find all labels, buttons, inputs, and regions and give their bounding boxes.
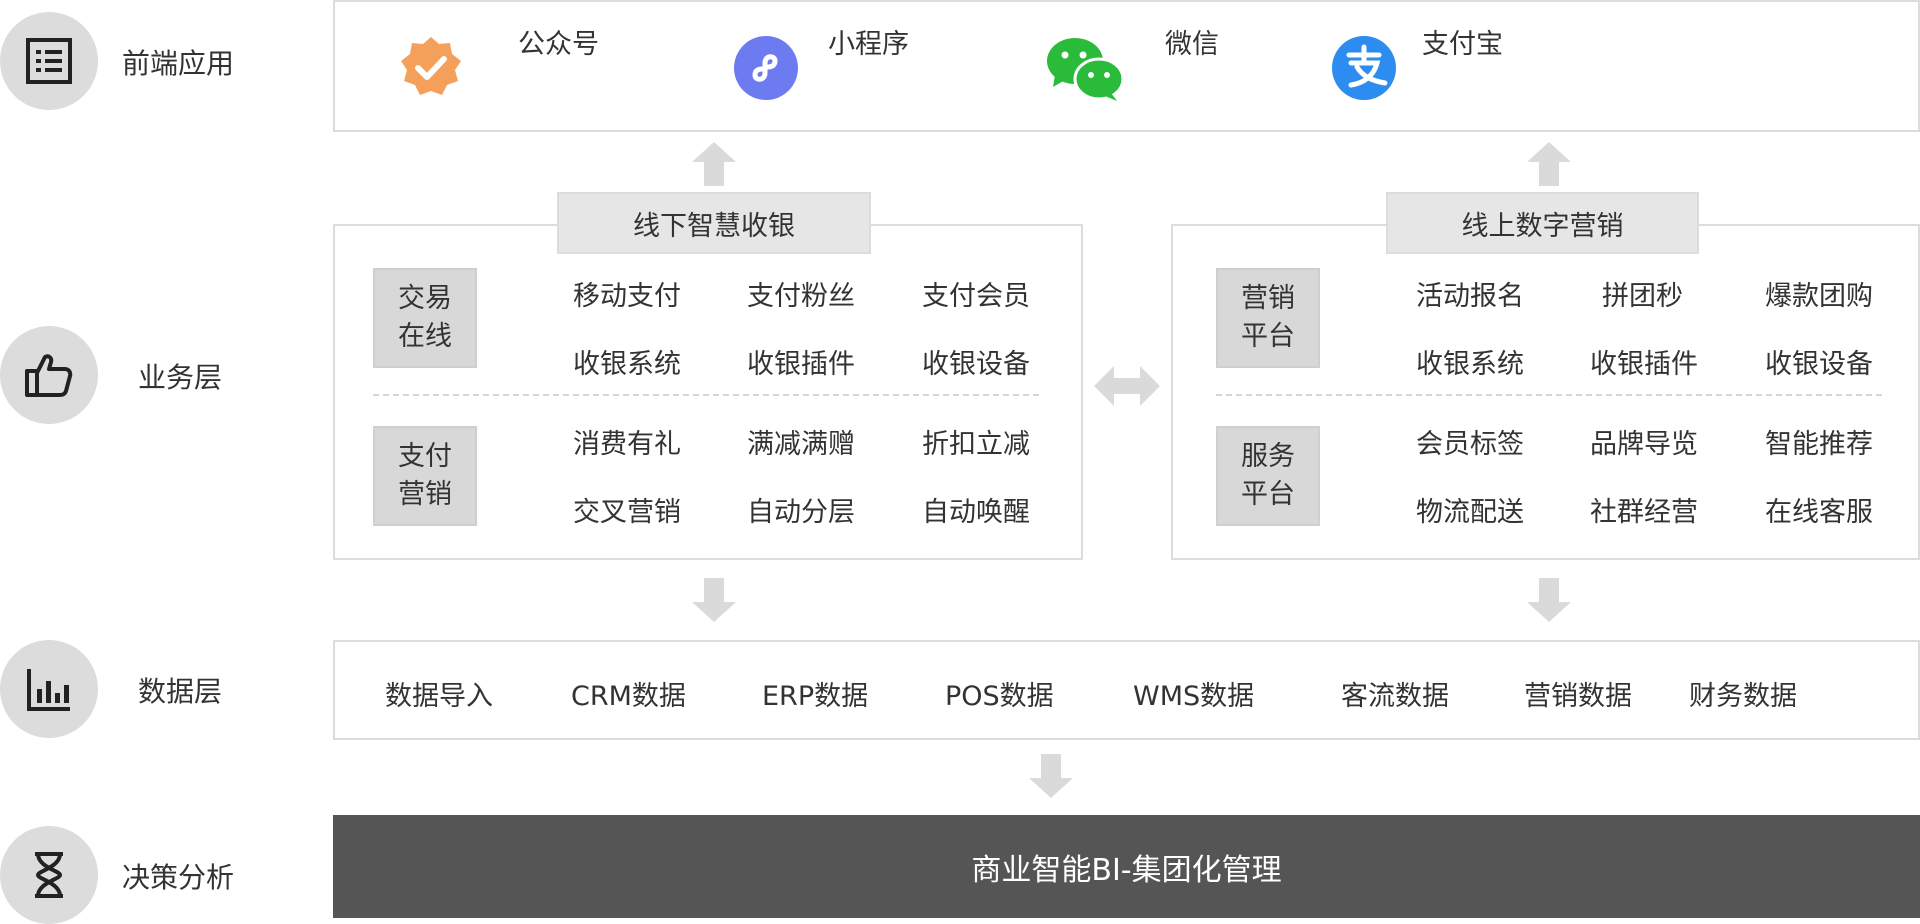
decision-bar: 商业智能BI-集团化管理 [333,815,1920,918]
offline-group-trade-line-1: 交易 [398,283,452,314]
arrow-down-data [1029,754,1073,798]
online-group-service-platform: 服务 平台 [1216,426,1320,526]
offline-group-trade-line-2: 在线 [398,321,452,352]
online-panel: 营销 平台 活动报名 拼团秒 爆款团购 收银系统 收银插件 收银设备 服务 平台… [1171,224,1920,560]
online-group-service-line-2: 平台 [1241,479,1295,510]
data-layer-box: 数据导入 CRM数据 ERP数据 POS数据 WMS数据 客流数据 营销数据 财… [333,640,1920,740]
offline-group-trade: 交易 在线 [373,268,477,368]
offline-item: 自动唤醒 [922,497,1030,528]
app-alipay-label: 支付宝 [1422,29,1503,60]
online-item: 在线客服 [1765,497,1873,528]
offline-group-payment-marketing: 支付 营销 [373,426,477,526]
layer-frontend-label: 前端应用 [122,47,235,80]
offline-item: 移动支付 [573,281,681,312]
data-item: WMS数据 [1133,681,1255,712]
online-divider [1216,394,1882,396]
layer-frontend: 前端应用 [0,12,300,112]
online-item: 智能推荐 [1765,429,1873,460]
app-mini-program[interactable] [733,32,799,104]
online-group-marketing-platform: 营销 平台 [1216,268,1320,368]
bar-chart-icon [27,669,70,711]
wechat-icon [1045,35,1125,101]
layer-decision-label: 决策分析 [122,861,235,894]
offline-item: 自动分层 [747,497,855,528]
online-group-marketing-line-2: 平台 [1241,321,1295,352]
online-item: 品牌导览 [1590,429,1698,460]
layer-data: 数据层 [0,640,300,740]
offline-item: 收银插件 [747,349,855,380]
offline-panel: 交易 在线 移动支付 支付粉丝 支付会员 收银系统 收银插件 收银设备 支付 营… [333,224,1083,560]
data-item: 营销数据 [1524,681,1632,712]
offline-panel-title: 线下智慧收银 [557,192,871,254]
layer-data-label: 数据层 [138,675,223,708]
layer-decision-circle [0,826,98,924]
thumbs-up-icon [25,354,73,397]
online-item: 拼团秒 [1602,281,1683,312]
list-icon [26,38,72,84]
layer-business-circle [0,326,98,424]
app-mini-program-label: 小程序 [828,29,909,60]
online-group-marketing-line-1: 营销 [1241,283,1295,314]
online-item: 收银系统 [1416,349,1524,380]
offline-item: 支付会员 [922,281,1030,312]
data-item: ERP数据 [762,681,869,712]
data-item: 客流数据 [1341,681,1449,712]
online-panel-title: 线上数字营销 [1386,192,1699,254]
offline-item: 折扣立减 [922,429,1030,460]
arrow-up-offline [692,142,736,186]
verified-badge-icon [398,35,464,101]
data-item: CRM数据 [571,681,686,712]
offline-item: 消费有礼 [573,429,681,460]
online-item: 会员标签 [1416,429,1524,460]
online-item: 活动报名 [1416,281,1524,312]
offline-group-payment-line-1: 支付 [398,441,452,472]
offline-item: 收银设备 [922,349,1030,380]
alipay-icon [1331,35,1397,101]
arrow-bidirectional [1094,364,1160,408]
online-item: 收银设备 [1765,349,1873,380]
app-wechat-label: 微信 [1165,29,1219,60]
data-item: POS数据 [945,681,1054,712]
app-official-account[interactable] [398,32,464,104]
layer-business: 业务层 [0,326,300,426]
hourglass-icon [35,852,63,898]
layer-decision: 决策分析 [0,826,300,924]
data-item: 财务数据 [1689,681,1797,712]
layer-frontend-circle [0,12,98,110]
online-item: 爆款团购 [1765,281,1873,312]
arrow-up-online [1527,142,1571,186]
frontend-apps-box: 公众号 小程序 微信 [333,0,1920,132]
offline-item: 交叉营销 [573,497,681,528]
online-item: 物流配送 [1416,497,1524,528]
arrow-down-online [1527,578,1571,622]
offline-divider [373,394,1039,396]
layer-data-circle [0,640,98,738]
app-official-account-label: 公众号 [518,29,599,60]
online-group-service-line-1: 服务 [1241,441,1295,472]
mini-program-icon [733,35,799,101]
offline-group-payment-line-2: 营销 [398,479,452,510]
layer-business-label: 业务层 [138,361,223,394]
offline-item: 收银系统 [573,349,681,380]
decision-label: 商业智能BI-集团化管理 [971,852,1282,888]
app-alipay[interactable] [1331,32,1397,104]
arrow-down-offline [692,578,736,622]
online-item: 收银插件 [1590,349,1698,380]
data-item: 数据导入 [385,681,493,712]
app-wechat[interactable] [1045,32,1125,104]
offline-item: 满减满赠 [747,429,855,460]
online-item: 社群经营 [1590,497,1698,528]
offline-item: 支付粉丝 [747,281,855,312]
